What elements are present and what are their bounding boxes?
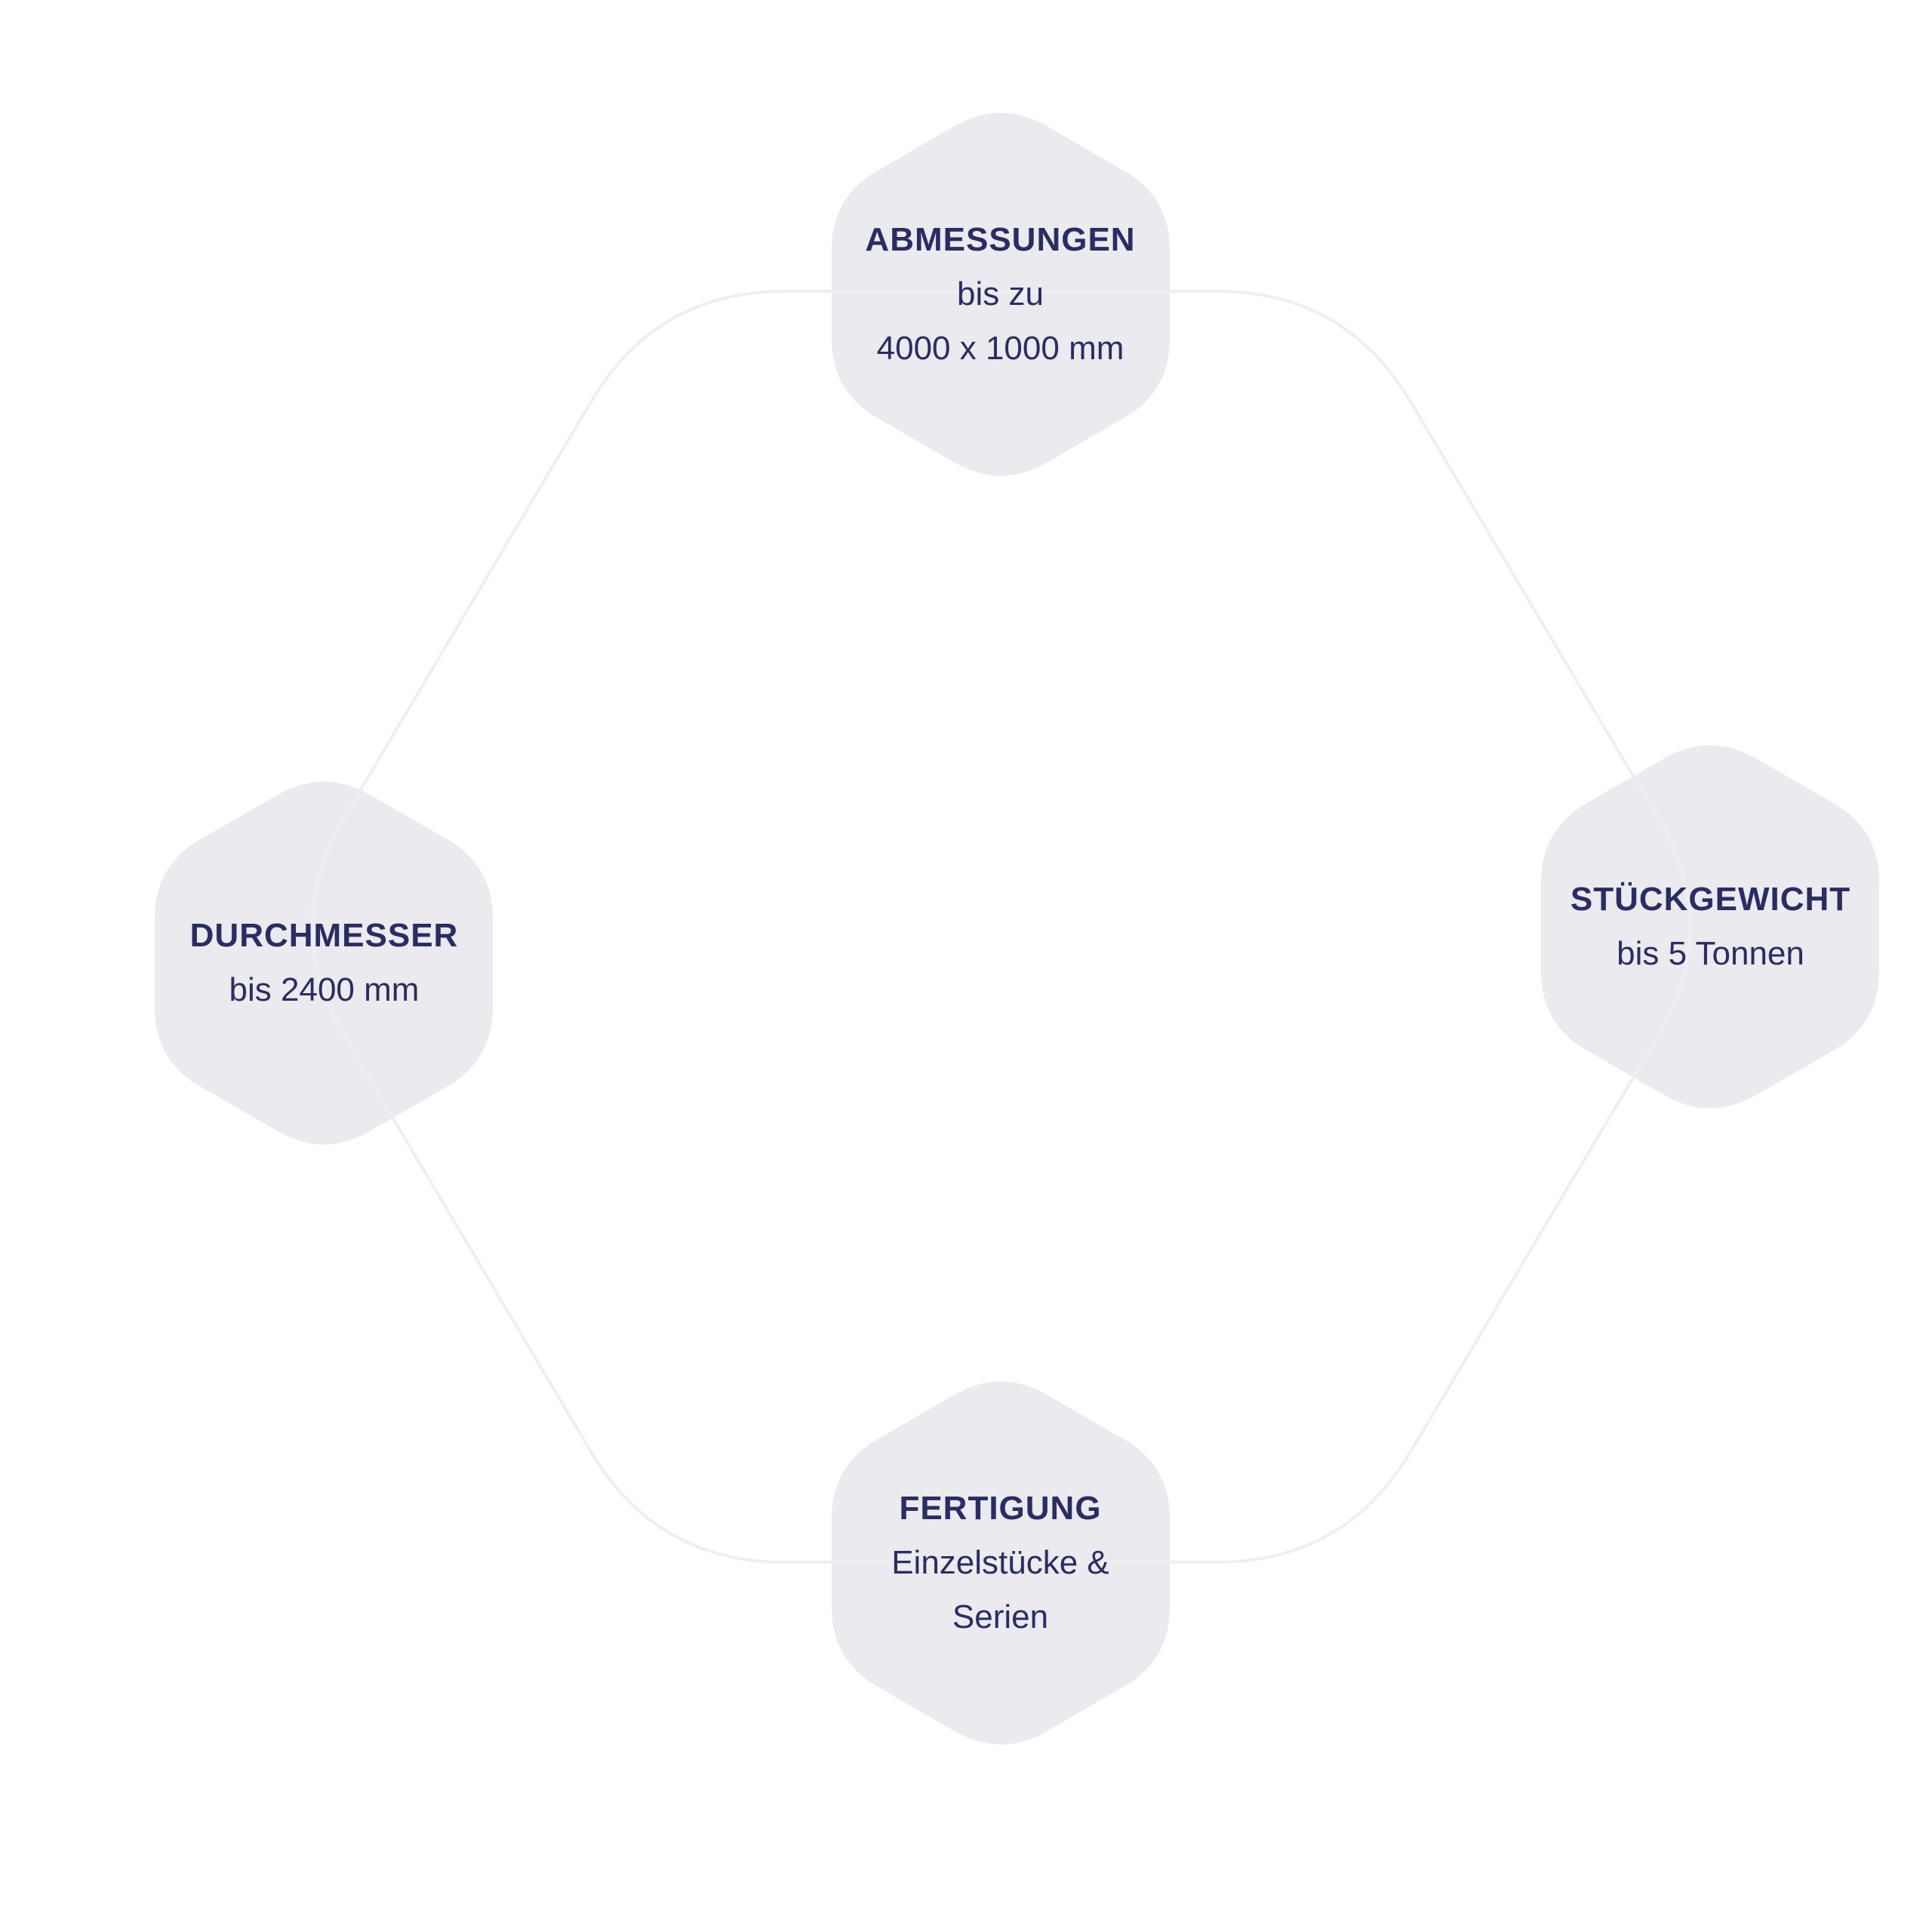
hexagon-durchmesser [155, 781, 493, 1145]
card-abmessungen: ABMESSUNGEN bis zu 4000 x 1000 mm [832, 108, 1169, 481]
card-line: bis 2400 mm [229, 971, 420, 1008]
card-title: ABMESSUNGEN [865, 221, 1136, 258]
card-fertigung: FERTIGUNG Einzelstücke & Serien [832, 1377, 1169, 1749]
card-title: STÜCKGEWICHT [1570, 881, 1851, 918]
card-title: FERTIGUNG [899, 1490, 1102, 1527]
connector-outline [310, 290, 1692, 1564]
card-line: Serien [952, 1598, 1049, 1635]
card-line: bis 5 Tonnen [1617, 935, 1804, 972]
card-line: Einzelstücke & [891, 1544, 1109, 1581]
hexagon-abmessungen [832, 112, 1170, 476]
hexagon-stueckgewicht [1541, 745, 1879, 1109]
card-title: DURCHMESSER [189, 917, 459, 954]
card-line: bis zu [957, 275, 1044, 312]
card-durchmesser: DURCHMESSER bis 2400 mm [155, 777, 493, 1149]
card-stueckgewicht: STÜCKGEWICHT bis 5 Tonnen [1542, 740, 1879, 1113]
card-line: 4000 x 1000 mm [876, 330, 1124, 367]
